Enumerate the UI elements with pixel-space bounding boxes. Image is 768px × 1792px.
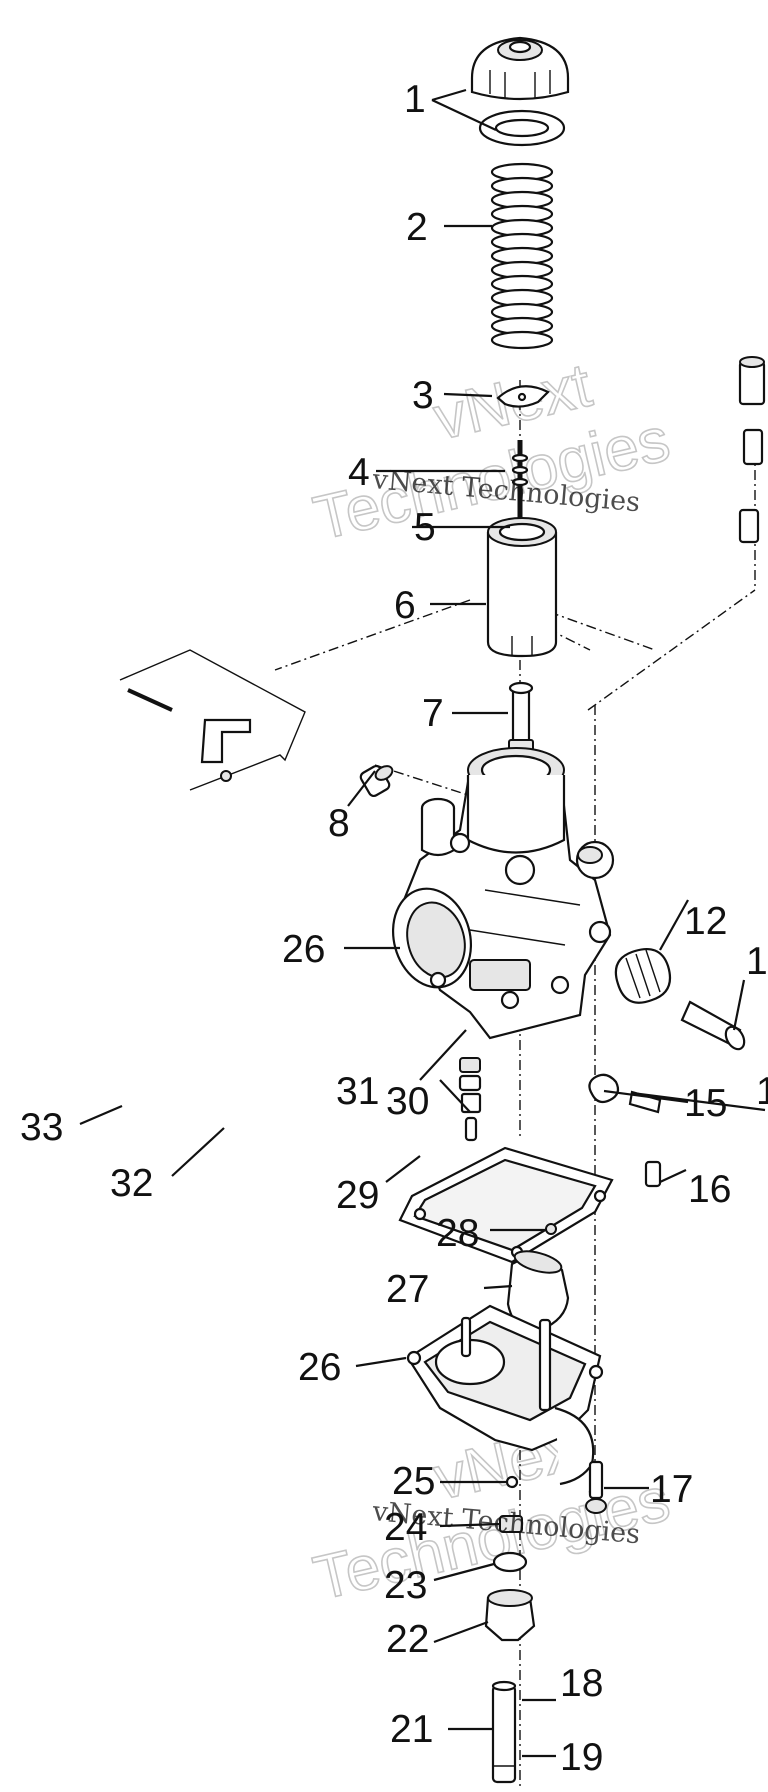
- part-far-right-fitting: [738, 356, 766, 544]
- part-3-clip: [496, 385, 550, 408]
- part-8-cap: [359, 764, 394, 798]
- part-32-33-clip: [119, 649, 306, 791]
- callout-18: 18: [560, 1662, 603, 1705]
- callout-4: 4: [348, 451, 370, 494]
- part-28-ball: [545, 1223, 557, 1235]
- part-27-float: [506, 1250, 570, 1332]
- part-16-plug: [644, 1160, 662, 1188]
- part-25-washer: [505, 1475, 519, 1489]
- part-15-spring: [588, 1073, 620, 1104]
- callout-7: 7: [422, 692, 444, 735]
- part-29-gasket: [398, 1146, 614, 1264]
- callout-17: 17: [650, 1468, 693, 1511]
- callout-5: 5: [414, 506, 436, 549]
- callouts: 1 2 3 4 5 6 7 8 12 1 1 15 16 17 18 19 21…: [20, 78, 768, 1779]
- part-22-drain-plug: [484, 1589, 536, 1642]
- callout-3: 3: [412, 374, 434, 417]
- callout-30: 30: [386, 1080, 429, 1123]
- callout-27: 27: [386, 1268, 429, 1311]
- part-26-float-bowl: [406, 1304, 604, 1486]
- callout-6: 6: [394, 584, 416, 627]
- part-23-washer: [492, 1551, 528, 1573]
- callout-23: 23: [384, 1564, 427, 1607]
- callout-13: 1: [746, 940, 768, 983]
- callout-1: 1: [404, 78, 426, 121]
- callout-24: 24: [384, 1506, 427, 1549]
- callout-25: 25: [392, 1460, 435, 1503]
- callout-12: 12: [684, 900, 727, 943]
- part-30-31-jets: [458, 1057, 482, 1142]
- callout-26-lower: 26: [298, 1346, 341, 1389]
- callout-26-upper: 26: [282, 928, 325, 971]
- part-21-tube: [491, 1680, 517, 1784]
- part-2-spring: [490, 162, 554, 350]
- callout-21: 21: [390, 1708, 433, 1751]
- leader-lines: [79, 88, 766, 1758]
- part-12-spring: [614, 948, 672, 1004]
- callout-8: 8: [328, 802, 350, 845]
- callout-29: 29: [336, 1174, 379, 1217]
- callout-32: 32: [110, 1162, 153, 1205]
- part-1-cap: [470, 36, 570, 147]
- callout-31: 31: [336, 1070, 379, 1113]
- callout-19: 19: [560, 1736, 603, 1779]
- callout-16: 16: [688, 1168, 731, 1211]
- callout-14: 1: [756, 1070, 768, 1113]
- part-17-screw: [585, 1460, 607, 1514]
- callout-2: 2: [406, 206, 428, 249]
- callout-28: 28: [436, 1212, 479, 1255]
- part-7-bolt: [508, 681, 534, 755]
- callout-33: 33: [20, 1106, 63, 1149]
- part-13-screw: [680, 1000, 746, 1051]
- part-6-slide: [486, 517, 558, 658]
- callout-22: 22: [386, 1618, 429, 1661]
- callout-15: 15: [684, 1082, 727, 1125]
